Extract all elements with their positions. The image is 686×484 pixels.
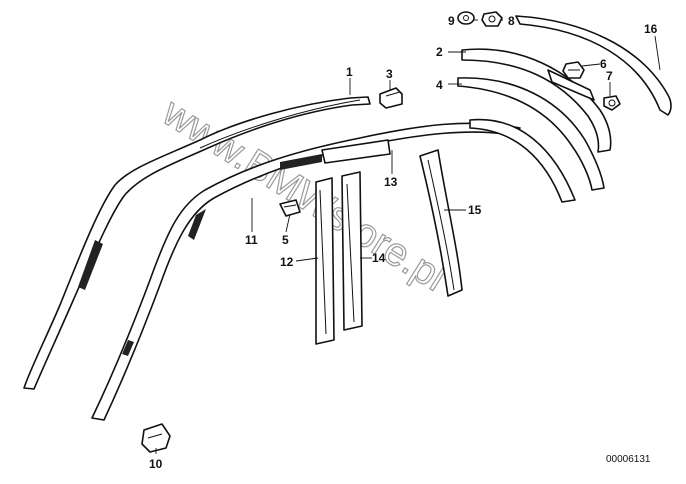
callout-16: 16 <box>644 22 658 36</box>
diagram-reference-number: 00006131 <box>606 454 651 465</box>
trim-strip-inner <box>91 122 521 421</box>
callout-4: 4 <box>436 78 443 92</box>
callout-7: 7 <box>606 69 613 83</box>
callout-11: 11 <box>245 233 258 247</box>
callout-1: 1 <box>346 65 353 79</box>
pillar-trim-14 <box>341 171 363 331</box>
washer-9 <box>457 11 475 25</box>
push-clip-7 <box>603 95 621 111</box>
pillar-trim-15 <box>419 149 463 297</box>
callout-12: 12 <box>280 255 294 269</box>
pillar-trim-12 <box>315 177 335 345</box>
callout-15: 15 <box>468 203 482 217</box>
trim-strip-outer <box>23 96 371 390</box>
callout-labels: 1 2 3 4 5 6 7 8 9 10 11 12 13 14 15 16 <box>149 14 658 471</box>
curved-top-strip <box>515 15 672 116</box>
callout-10: 10 <box>149 457 163 471</box>
rear-rail-pieces <box>457 48 612 203</box>
callout-3: 3 <box>386 67 393 81</box>
callout-13: 13 <box>384 175 398 189</box>
bracket-10 <box>141 423 171 453</box>
callout-6: 6 <box>600 57 607 71</box>
callout-5: 5 <box>282 233 289 247</box>
callout-14: 14 <box>372 251 386 265</box>
clip-5 <box>279 199 301 217</box>
clip-6 <box>562 61 585 79</box>
callout-8: 8 <box>508 14 515 28</box>
nut-8 <box>481 11 503 27</box>
callout-2: 2 <box>436 45 443 59</box>
leader-lines <box>155 19 661 454</box>
end-cap <box>379 87 403 109</box>
callout-9: 9 <box>448 14 455 28</box>
